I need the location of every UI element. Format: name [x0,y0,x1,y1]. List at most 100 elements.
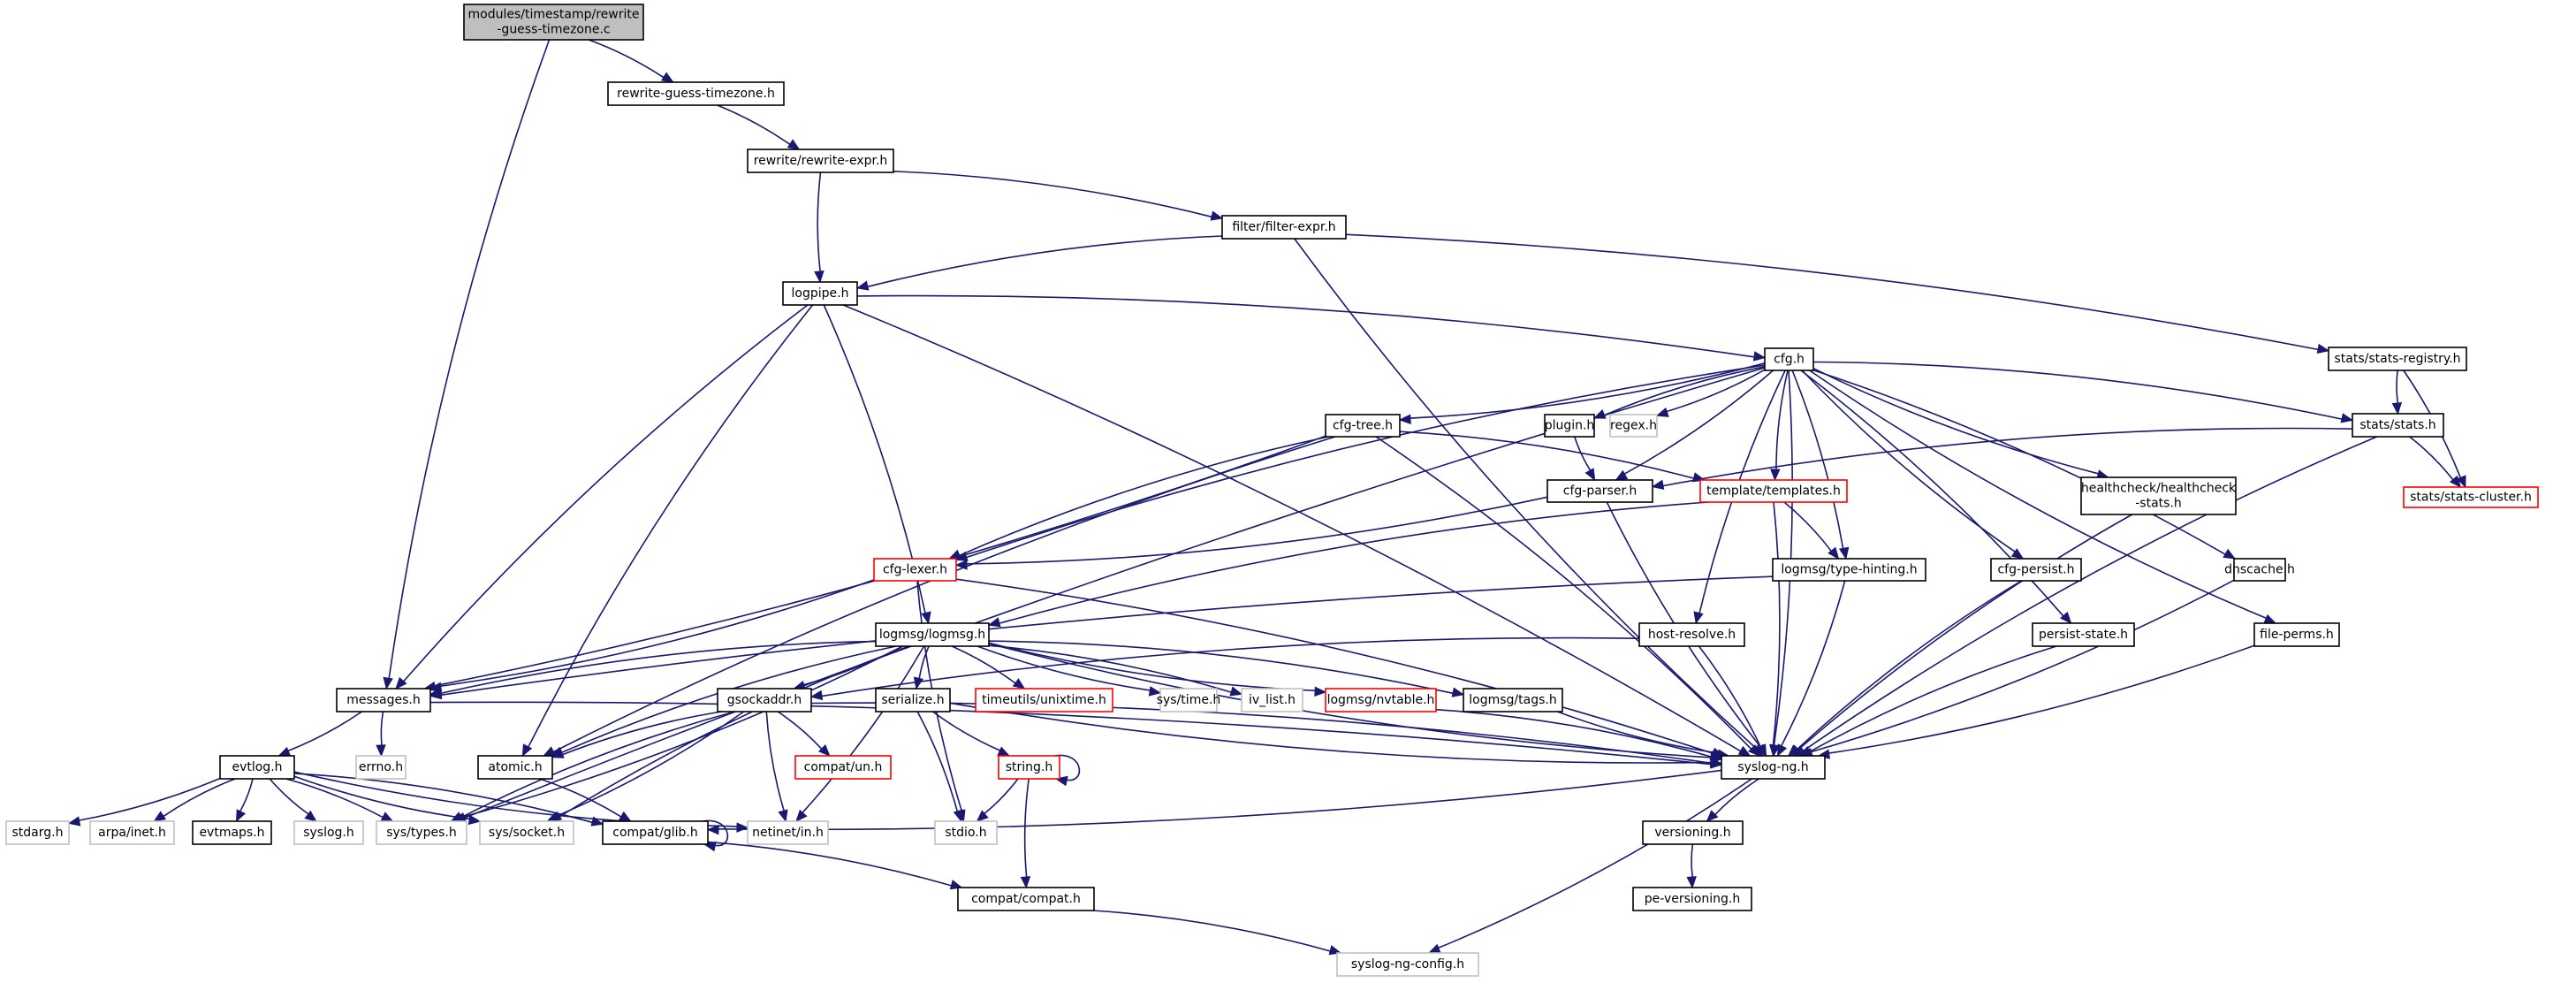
edge-line [856,294,1755,358]
edge-line [702,819,729,847]
edge-atomic-to-glib [539,778,632,822]
node-logmsg[interactable]: logmsg/logmsg.h [875,622,990,647]
node-label: gsockaddr.h [727,693,802,707]
node-glib[interactable]: compat/glib.h [602,820,709,845]
node-label: cfg-lexer.h [883,563,947,577]
node-pever[interactable]: pe-versioning.h [1632,887,1752,911]
node-box [355,755,407,780]
edge-fexpr-to-sreg [1345,233,2330,354]
node-nvtable[interactable]: logmsg/nvtable.h [1325,688,1437,712]
arrowhead-icon [1686,876,1697,889]
node-compat[interactable]: compat/compat.h [957,887,1095,911]
node-evtlog[interactable]: evtlog.h [219,755,295,780]
edge-evtlog-to-syssocket [293,775,482,826]
node-fexpr[interactable]: filter/filter-expr.h [1221,215,1347,240]
node-stats[interactable]: stats/stats.h [2352,413,2444,438]
node-templates[interactable]: template/templates.h [1699,479,1848,503]
node-label: cfg-parser.h [1563,484,1638,499]
edge-syslogng-to-config [1427,778,1752,954]
arrowhead-icon [1398,414,1411,425]
edge-cfg-to-typehint [1791,370,1850,560]
node-label: syslog-ng-config.h [1351,957,1464,972]
edge-line [269,778,309,815]
edge-line [777,711,823,750]
node-unixtime[interactable]: timeutils/unixtime.h [975,688,1113,712]
node-versioning[interactable]: versioning.h [1642,820,1744,845]
node-cfgtree[interactable]: cfg-tree.h [1325,414,1401,438]
edge-syslogng-to-versioning [1706,778,1759,822]
edge-templates-to-syslogng [1769,501,1781,758]
node-fperms[interactable]: file-perms.h [2253,622,2340,647]
node-logpipe[interactable]: logpipe.h [782,281,858,306]
edge-line [403,304,809,682]
node-cfglexer[interactable]: cfg-lexer.h [873,558,957,582]
edge-evtlog-to-systypes [285,778,394,822]
edge-line [2409,436,2454,481]
node-box [1544,414,1595,438]
node-syslogng[interactable]: syslog-ng.h [1721,755,1826,780]
edge-cfglexer-to-messages [429,579,875,692]
node-box [192,820,272,845]
node-string[interactable]: string.h [998,755,1060,780]
arrowhead-icon [2010,548,2025,560]
node-health[interactable]: healthcheck/healthcheck-stats.h [2080,476,2237,515]
node-tags[interactable]: logmsg/tags.h [1463,688,1563,712]
arrowhead-icon [786,139,801,150]
node-box [998,755,1060,780]
edge-stats-to-cfgparser [1651,427,2353,491]
node-gsock[interactable]: gsockaddr.h [717,688,812,712]
node-sreg[interactable]: stats/stats-registry.h [2328,347,2467,371]
node-box [747,149,894,173]
node-root[interactable]: modules/timestamp/rewrite-guess-timezone… [463,4,644,41]
node-cfg[interactable]: cfg.h [1764,347,1814,371]
edge-line [955,578,1714,755]
node-hostres[interactable]: host-resolve.h [1638,622,1745,647]
edge-line [717,104,791,145]
edge-line [1775,370,1789,470]
node-box [336,688,431,712]
arrowhead-icon [987,617,1001,628]
edge-plugin-to-cfgparser [1574,436,1596,482]
edge-line [988,643,1712,758]
arrowhead-icon [1451,687,1465,697]
node-box [1325,414,1401,438]
edge-line [1828,644,2255,754]
node-box [782,281,858,306]
arrowhead-icon [953,809,963,823]
node-atomic[interactable]: atomic.h [477,755,553,780]
arrowhead-icon [1210,210,1224,221]
arrowhead-icon [1229,686,1243,697]
node-label: filter/filter-expr.h [1232,220,1335,234]
edge-cfgtree-to-templates [1399,431,1706,483]
node-cfgparser[interactable]: cfg-parser.h [1546,479,1653,503]
node-evtmaps[interactable]: evtmaps.h [192,820,272,845]
node-rexpr[interactable]: rewrite/rewrite-expr.h [747,149,894,173]
node-scluster[interactable]: stats/stats-cluster.h [2403,486,2539,508]
arrowhead-icon [1769,744,1780,758]
edge-logmsg-to-netinet [795,645,925,822]
node-box [873,558,957,582]
edge-line [1803,436,2378,751]
arrowhead-icon [618,811,632,822]
edge-line [1691,843,1694,878]
edge-gsock-to-netinet [765,711,788,823]
node-rgt[interactable]: rewrite-guess-timezone.h [607,81,785,106]
node-typehint[interactable]: logmsg/type-hinting.h [1772,558,1926,582]
node-serialize[interactable]: serialize.h [875,688,951,712]
edge-line [802,645,925,813]
edge-evtlog-to-stdarg [67,777,221,827]
node-cfgpersist[interactable]: cfg-persist.h [1990,558,2082,582]
arrowhead-icon [1012,678,1026,690]
node-box [2403,486,2539,508]
node-pstate[interactable]: persist-state.h [2032,622,2135,647]
node-ivlist: iv_list.h [1241,688,1303,712]
node-box [1642,820,1744,845]
node-box [1721,755,1826,780]
node-dnscache[interactable]: dnscache.h [2224,558,2295,582]
node-label: compat/compat.h [971,892,1081,906]
node-messages[interactable]: messages.h [336,688,431,712]
node-compatun[interactable]: compat/un.h [794,755,892,780]
edge-line [1574,436,1592,471]
node-label: syslog-ng.h [1737,760,1808,774]
node-plugin[interactable]: plugin.h [1544,414,1595,438]
